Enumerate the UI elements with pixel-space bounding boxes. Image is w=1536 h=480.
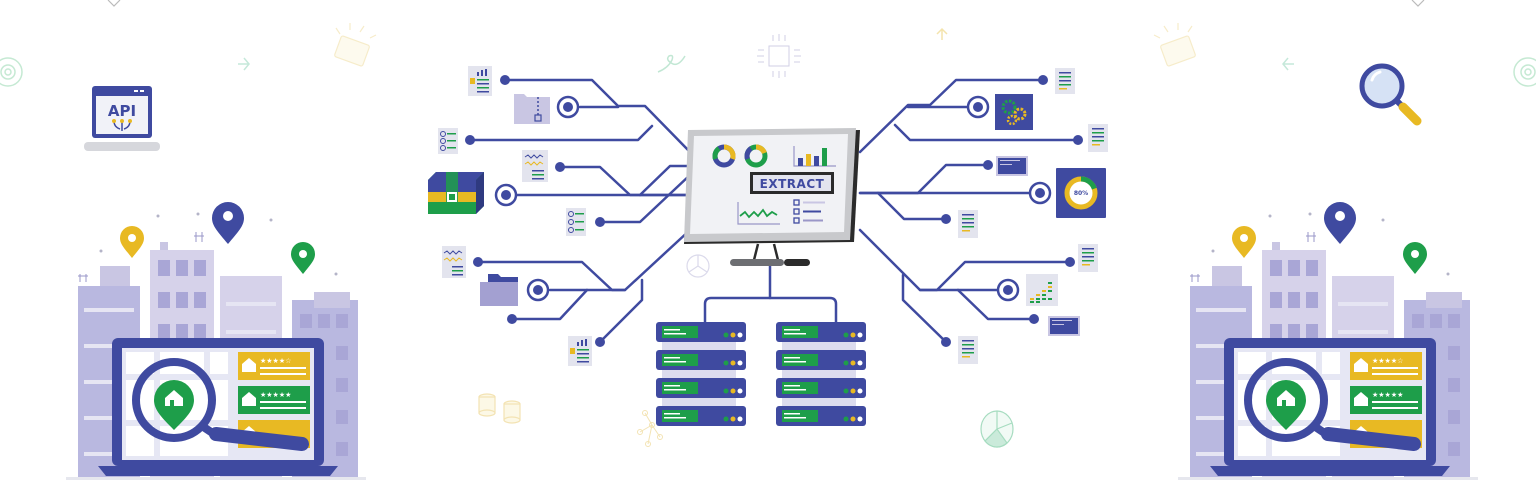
gears-icon xyxy=(995,94,1033,130)
code-window-icon xyxy=(1048,316,1080,336)
server-unit xyxy=(776,322,866,342)
pie-chart-icon xyxy=(686,254,710,278)
open-folder-icon xyxy=(1153,23,1196,67)
text-document-icon xyxy=(1078,244,1098,272)
checklist-icon xyxy=(793,199,825,224)
magnifier-icon xyxy=(132,358,309,451)
gear-icon xyxy=(1513,57,1536,87)
text-document-icon xyxy=(1088,124,1108,152)
code-window-icon xyxy=(996,156,1028,176)
location-pin-green-icon xyxy=(1403,242,1427,274)
pie-chart-icon xyxy=(980,410,1014,448)
server-unit xyxy=(656,322,746,342)
city-search-scene-right: ★★★★☆ ★★★★★ xyxy=(1178,202,1478,480)
checklist-document-icon xyxy=(438,128,458,154)
gear-icon xyxy=(0,57,23,87)
bar-chart-icon xyxy=(793,146,836,167)
location-pin-blue-icon xyxy=(1324,202,1356,244)
magnifier-icon xyxy=(1244,358,1421,451)
waveform-document-icon xyxy=(442,246,466,278)
bar-chart-document-icon xyxy=(468,66,492,96)
location-pin-green-icon xyxy=(291,242,315,274)
text-document-icon xyxy=(958,210,978,238)
rating-stars: ★★★★★ xyxy=(260,391,291,399)
rating-stars: ★★★★★ xyxy=(1372,391,1403,399)
extract-label-box: EXTRACT xyxy=(750,172,834,194)
location-pin-yellow-icon xyxy=(1232,226,1256,258)
text-document-icon xyxy=(958,336,978,364)
server-racks xyxy=(656,322,866,426)
location-pin-blue-icon xyxy=(212,202,244,244)
listing-card: ★★★★★ xyxy=(238,386,310,414)
location-pin-yellow-icon xyxy=(120,226,144,258)
bar-chart-document-icon xyxy=(568,336,592,366)
server-unit xyxy=(776,406,866,426)
folder-icon xyxy=(480,274,518,306)
home-pin-icon xyxy=(1266,380,1306,430)
server-unit xyxy=(656,378,746,398)
progress-donut-card: 80% xyxy=(1056,168,1106,218)
donut-chart-icon xyxy=(744,144,768,168)
rating-stars: ★★★★☆ xyxy=(260,357,291,365)
arrow-icon xyxy=(936,27,948,40)
api-label: API xyxy=(108,102,136,120)
listing-card: ★★★★☆ xyxy=(238,352,310,380)
arrow-icon xyxy=(238,57,250,71)
magnifier-icon xyxy=(1359,63,1422,126)
server-unit xyxy=(656,350,746,370)
listing-card: ★★★★★ xyxy=(1350,386,1422,414)
checklist-document-icon xyxy=(566,208,586,236)
decorative-shape xyxy=(107,0,121,7)
city-search-scene-left: ★★★★☆ ★★★★★ xyxy=(66,202,366,480)
database-sync-icon xyxy=(478,393,521,424)
text-document-icon xyxy=(1055,68,1075,94)
open-folder-icon xyxy=(334,23,377,67)
donut-chart-icon xyxy=(712,144,736,168)
arrow-icon xyxy=(1282,57,1294,71)
zip-folder-icon xyxy=(514,94,550,124)
network-icon xyxy=(637,410,663,447)
home-pin-icon xyxy=(154,380,194,430)
progress-percent-label: 80% xyxy=(1074,190,1088,197)
server-unit xyxy=(776,378,866,398)
rating-stars: ★★★★☆ xyxy=(1372,357,1403,365)
squiggle-icon xyxy=(657,54,686,73)
chip-icon xyxy=(757,34,801,78)
archive-box-icon xyxy=(428,172,484,214)
server-unit xyxy=(776,350,866,370)
equalizer-chart-icon xyxy=(1026,274,1058,306)
waveform-document-icon xyxy=(522,150,548,182)
extract-label: EXTRACT xyxy=(760,177,825,191)
line-chart-icon xyxy=(737,202,780,225)
decorative-shape xyxy=(1411,0,1425,7)
server-unit xyxy=(656,406,746,426)
extract-monitor: EXTRACT xyxy=(684,128,860,266)
listing-card: ★★★★☆ xyxy=(1350,352,1422,380)
api-laptop-icon: API xyxy=(84,86,160,151)
